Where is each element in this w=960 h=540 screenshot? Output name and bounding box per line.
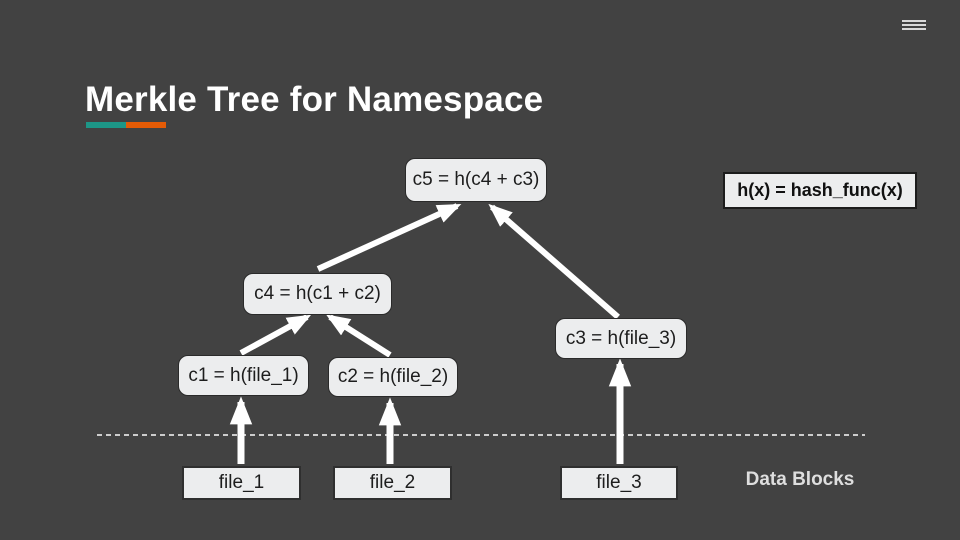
node-c3: c3 = h(file_3) [555,318,687,359]
hash-function-legend: h(x) = hash_func(x) [723,172,917,209]
arrow-c4-to-c5 [316,203,462,272]
node-file-3: file_3 [560,466,678,500]
node-c2: c2 = h(file_2) [328,357,458,397]
node-c1: c1 = h(file_1) [178,355,309,396]
data-blocks-label: Data Blocks [745,469,855,490]
accent-bar-teal [86,122,126,128]
node-file-2: file_2 [333,466,452,500]
hamburger-menu-icon[interactable] [902,20,926,32]
arrow-c2-to-c4 [325,314,392,358]
arrow-c3-to-c5 [488,203,620,320]
arrow-c1-to-c4 [239,314,312,356]
slide-title: Merkle Tree for Namespace [85,80,544,120]
hamburger-line [902,20,926,22]
node-c4: c4 = h(c1 + c2) [243,273,392,315]
hamburger-line [902,28,926,30]
hamburger-line [902,24,926,26]
node-file-1: file_1 [182,466,301,500]
node-c5: c5 = h(c4 + c3) [405,158,547,202]
accent-bar-orange [126,122,166,128]
